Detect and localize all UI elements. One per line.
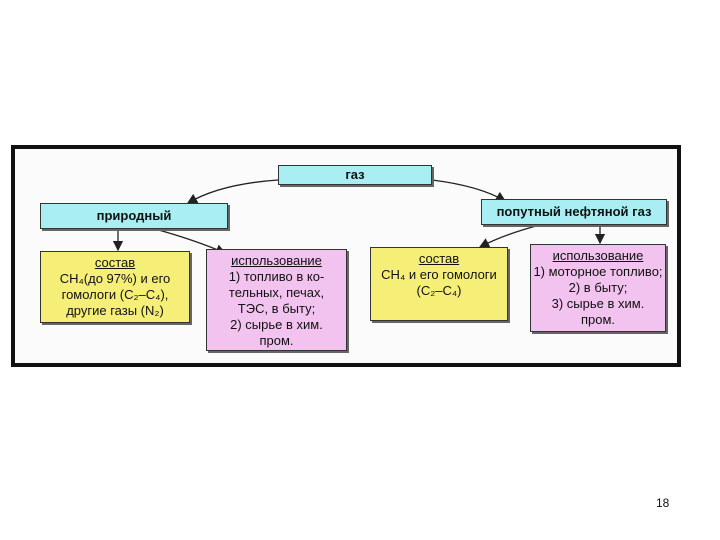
arrow-associated-to-composition xyxy=(478,224,541,248)
arrow-root-to-natural xyxy=(186,179,279,204)
associated-usage-line: 3) сырье в хим. xyxy=(551,296,645,311)
associated-usage-line: пром. xyxy=(580,312,616,327)
natural-usage-line: пром. xyxy=(259,333,294,348)
natural-usage-box: использование 1) топливо в ко- тельных, … xyxy=(206,249,347,351)
node-associated-label: попутный нефтяной газ xyxy=(496,204,652,219)
associated-usage-heading: использование xyxy=(552,248,644,263)
arrow-root-to-associated xyxy=(431,179,507,202)
page-number: 18 xyxy=(656,496,670,510)
associated-usage-box: использование 1) моторное топливо; 2) в … xyxy=(530,244,666,332)
node-natural: природный xyxy=(40,203,228,229)
natural-composition-line: CH₄(до 97%) и его xyxy=(59,271,171,286)
associated-composition-line: (C₂–C₄) xyxy=(416,283,462,298)
node-natural-label: природный xyxy=(96,208,172,223)
natural-composition-heading: состав xyxy=(94,255,136,270)
natural-usage-line: 1) топливо в ко- xyxy=(228,269,325,284)
natural-composition-line: гомологи (C₂–C₄), xyxy=(61,287,169,302)
natural-usage-line: ТЭС, в быту; xyxy=(237,301,316,316)
node-associated: попутный нефтяной газ xyxy=(481,199,667,225)
associated-usage-line: 2) в быту; xyxy=(568,280,628,295)
natural-usage-heading: использование xyxy=(231,253,322,268)
natural-usage-line: тельных, печах, xyxy=(228,285,325,300)
node-gas-label: газ xyxy=(345,167,365,182)
associated-usage-line: 1) моторное топливо; xyxy=(533,264,663,279)
node-gas: газ xyxy=(278,165,432,185)
natural-composition-line: другие газы (N₂) xyxy=(66,303,164,318)
associated-composition-box: состав CH₄ и его гомологи (C₂–C₄) xyxy=(370,247,508,321)
natural-composition-box: состав CH₄(до 97%) и его гомологи (C₂–C₄… xyxy=(40,251,190,323)
associated-composition-heading: состав xyxy=(418,251,460,266)
natural-usage-line: 2) сырье в хим. xyxy=(230,317,323,332)
associated-composition-line: CH₄ и его гомологи xyxy=(381,267,497,282)
